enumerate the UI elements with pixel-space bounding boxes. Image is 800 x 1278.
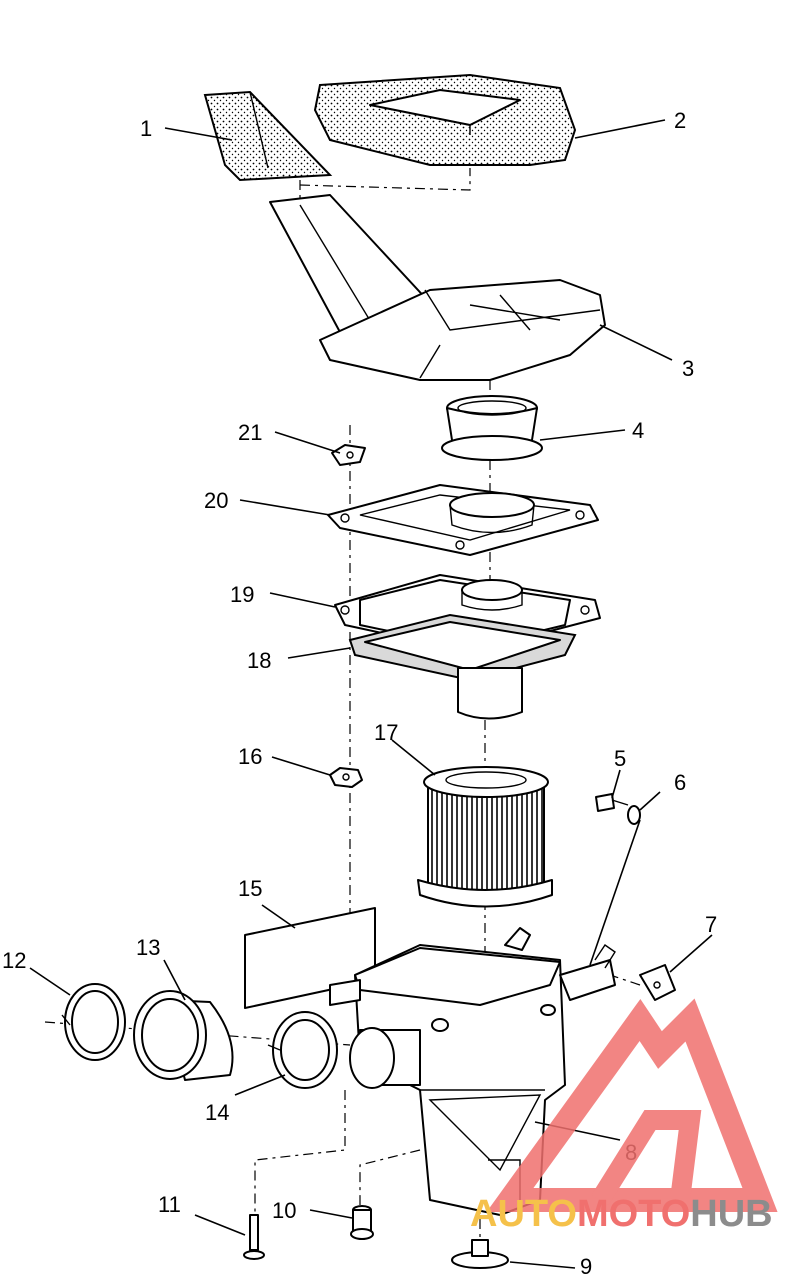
leader-lines	[29, 119, 713, 1269]
part-12-clamp	[61, 983, 126, 1061]
callout-19: 19	[230, 582, 254, 607]
callout-9: 9	[580, 1254, 592, 1278]
part-1-foam-prefilter	[203, 90, 333, 182]
part-14-clamp	[267, 1011, 338, 1089]
part-3-intake-snorkel	[269, 194, 606, 381]
part-4-rubber-coupler	[441, 395, 543, 461]
part-8-airbox-body	[329, 927, 616, 1216]
callout-3: 3	[682, 356, 694, 381]
callout-18: 18	[247, 648, 271, 673]
part-5-bolt	[595, 793, 629, 812]
housing-outlet-tube	[457, 667, 523, 720]
part-21-clip	[331, 444, 366, 466]
callout-7: 7	[705, 912, 717, 937]
callout-15: 15	[238, 876, 262, 901]
part-20-housing-lid	[327, 484, 599, 556]
watermark-text-auto: AUTO	[470, 1193, 577, 1235]
callout-17: 17	[374, 720, 398, 745]
callout-10: 10	[272, 1198, 296, 1223]
part-11-screw	[243, 1214, 265, 1260]
callout-14: 14	[205, 1100, 229, 1125]
callout-4: 4	[632, 418, 644, 443]
part-7-bracket	[639, 964, 676, 1001]
callout-2: 2	[674, 108, 686, 133]
watermark-text-hub: HUB	[690, 1193, 772, 1235]
part-9-drain-plug	[451, 1239, 509, 1269]
part-6-washer	[627, 805, 641, 825]
part-16-nut	[329, 767, 363, 788]
callout-5: 5	[614, 746, 626, 771]
part-17-air-filter-element	[417, 766, 553, 908]
part-13-intake-boot	[133, 990, 234, 1081]
watermark-logo-icon	[486, 998, 778, 1212]
callout-6: 6	[674, 770, 686, 795]
callout-1: 1	[140, 116, 152, 141]
callout-20: 20	[204, 488, 228, 513]
callout-12: 12	[2, 948, 26, 973]
callout-21: 21	[238, 420, 262, 445]
watermark-text-moto: MOTO	[577, 1193, 690, 1235]
callout-13: 13	[136, 935, 160, 960]
callout-11: 11	[158, 1192, 181, 1217]
part-2-foam-frame	[313, 73, 577, 166]
automotohub-watermark: AUTOMOTOHUB	[470, 998, 778, 1235]
part-10-grommet	[350, 1205, 374, 1240]
svg-text:AUTOMOTOHUB: AUTOMOTOHUB	[470, 1193, 773, 1235]
part-18-gasket	[348, 613, 577, 682]
callout-16: 16	[238, 744, 262, 769]
